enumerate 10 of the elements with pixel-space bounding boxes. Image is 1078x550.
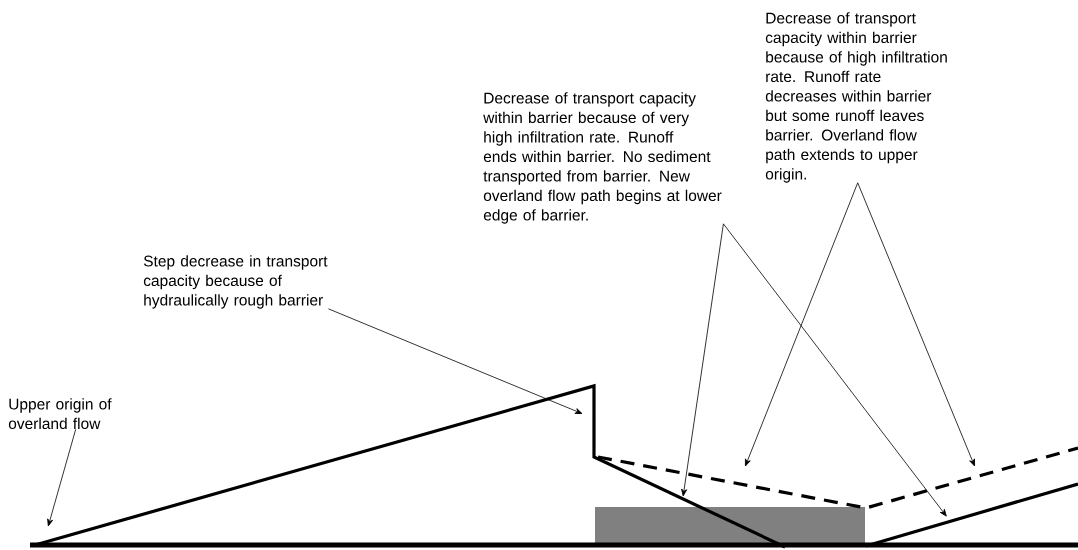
leader-arrow [47,428,77,527]
leader-arrow [328,308,583,414]
leader-arrow [723,223,947,517]
leader-arrow [745,182,859,467]
leader-arrow [857,182,975,467]
annotation-text: Step decrease in transport capacity because of hydraulically rough barrier [143,255,328,309]
leader-arrow [681,223,724,497]
annotation-text: Decrease of transport capacity within barrier because of high infiltration rate. Runoff rate decreases within barrier but some runoff leaves barrier. Overland flow path extends to upper origin. [765,12,947,183]
annotation-text: Upper origin of overland flow [8,398,112,430]
annotation-text: Decrease of transport capacity within barrier because of very high infiltration rate. Runoff ends within barrier. No sediment transported from barrier. New overland flow path begins at lower edge of barrier. [483,92,722,224]
